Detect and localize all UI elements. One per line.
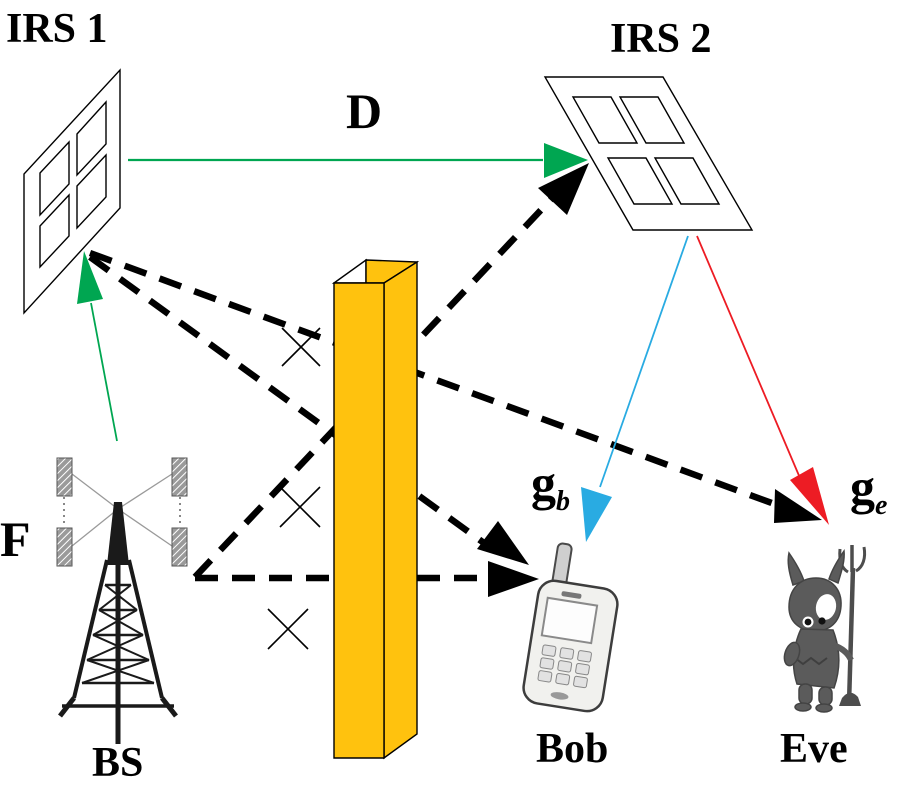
arrowhead-irs1-eve	[774, 489, 822, 523]
irs2-label: IRS 2	[610, 16, 712, 62]
bs-label: BS	[92, 740, 144, 786]
link-f-label: F	[0, 511, 31, 567]
arrowhead-irs1-bob	[477, 521, 529, 565]
blocked-cross-3	[267, 608, 309, 650]
gb-arrowhead	[581, 487, 612, 542]
ge-arrowhead	[790, 467, 829, 525]
wall-obstacle	[331, 258, 420, 760]
link-f-arrowhead	[77, 251, 103, 304]
blocked-cross-1	[281, 327, 321, 367]
irs1-label: IRS 1	[6, 6, 108, 52]
link-gb-label: gb	[531, 455, 570, 517]
bob-phone-icon	[522, 542, 619, 713]
arrowhead-bs-bob	[488, 561, 539, 597]
link-d-label: D	[346, 83, 383, 139]
green-links	[77, 143, 588, 442]
bob-label: Bob	[536, 726, 609, 772]
irs2-panel-icon	[543, 76, 754, 231]
dashed-link-arrowheads	[477, 163, 822, 597]
bs-tower-icon	[56, 457, 188, 744]
ge-link	[696, 235, 829, 525]
arrowhead-bs-irs2	[538, 163, 589, 215]
gb-link	[581, 235, 689, 542]
eve-label: Eve	[780, 726, 848, 772]
blocked-cross-2	[279, 486, 321, 528]
link-ge-label: ge	[850, 459, 888, 521]
irs1-panel-icon	[23, 68, 121, 315]
blocked-cross-marks	[267, 327, 321, 650]
link-irs1-bob-dashed	[88, 254, 486, 546]
link-d-arrowhead	[544, 143, 588, 178]
eve-devil-icon	[783, 545, 867, 713]
link-irs1-eve-dashed	[88, 249, 790, 513]
link-f-line	[90, 302, 118, 442]
